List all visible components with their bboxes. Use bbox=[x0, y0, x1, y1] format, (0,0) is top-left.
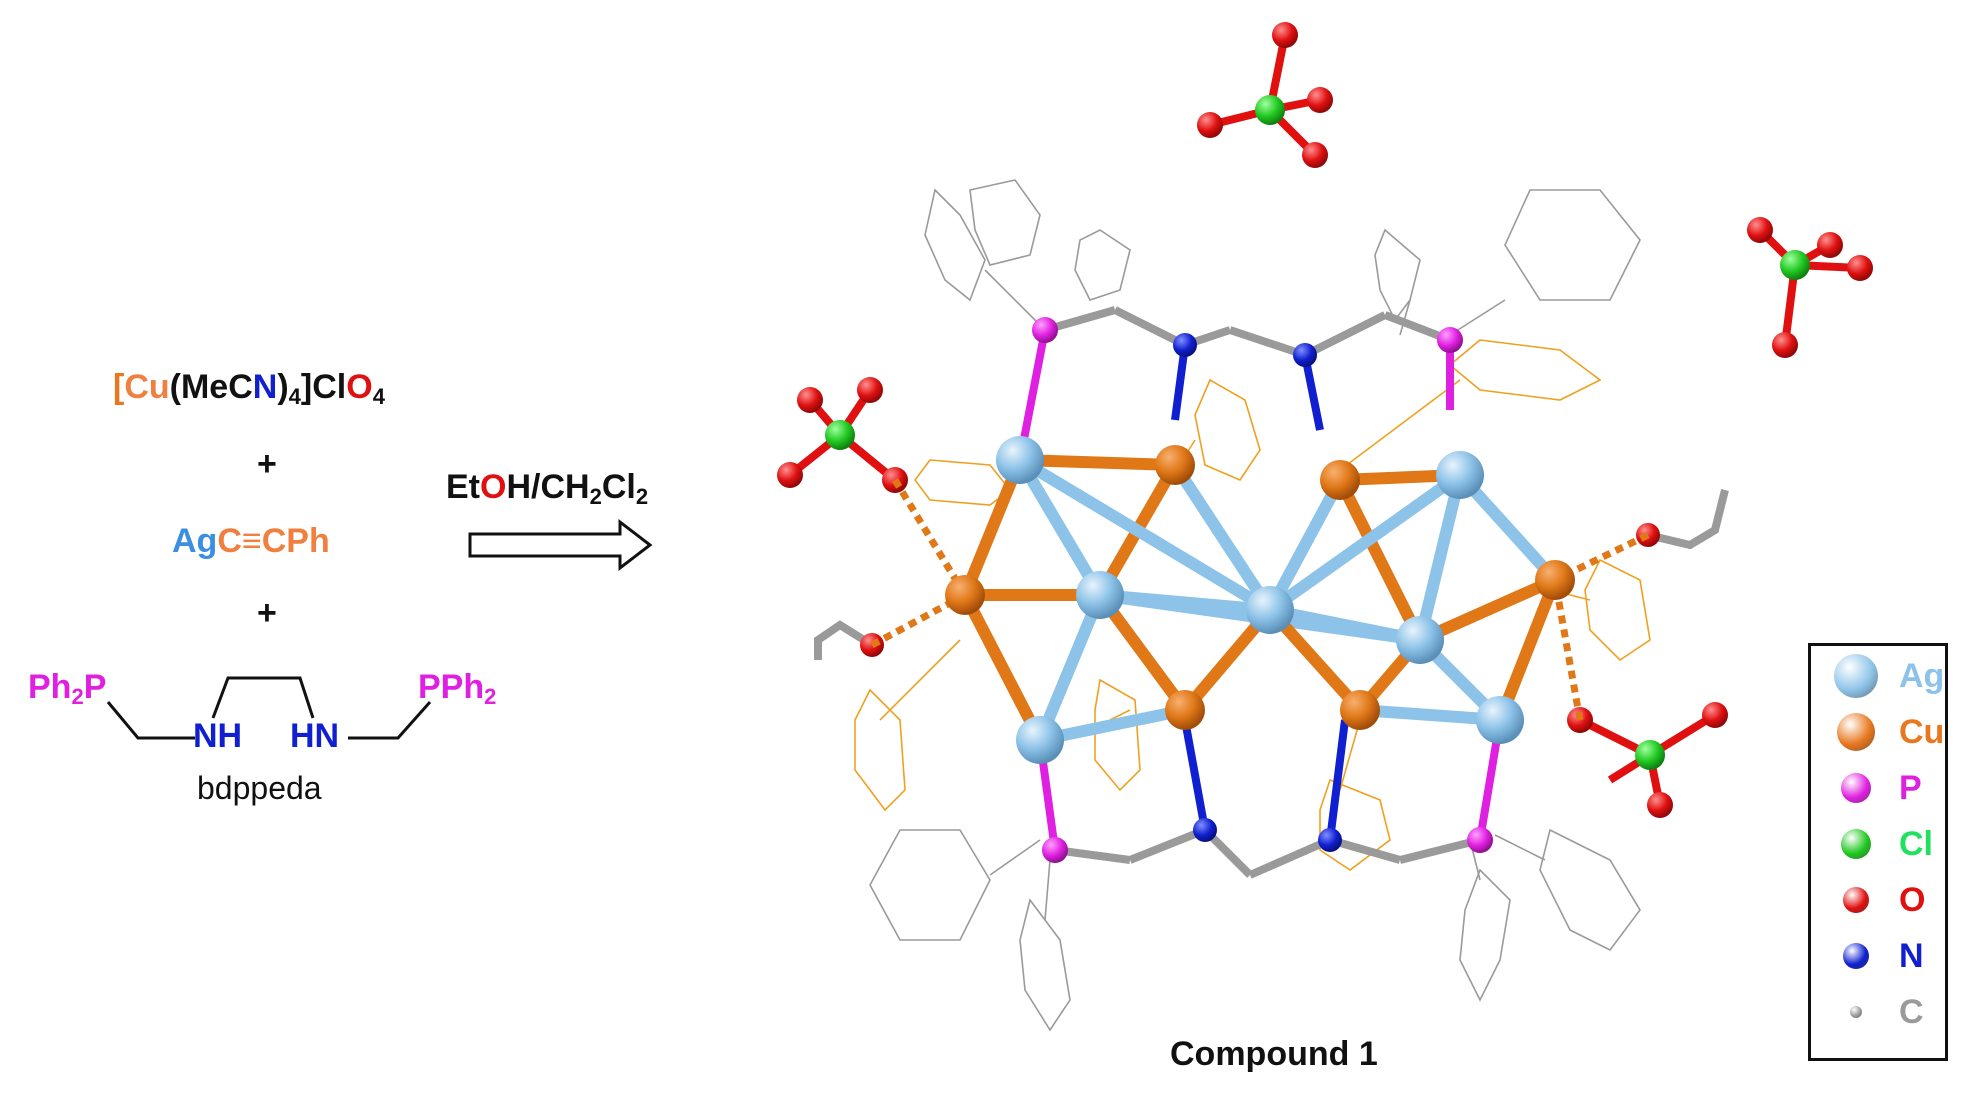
perchlorate-upper-right bbox=[1747, 217, 1873, 358]
legend-label-o: O bbox=[1899, 881, 1926, 919]
legend-row-p: P bbox=[1811, 768, 1951, 808]
legend-label-c: C bbox=[1899, 993, 1924, 1031]
atoms bbox=[945, 317, 1575, 863]
legend-label-cu: Cu bbox=[1899, 713, 1945, 751]
reagent-copper-salt: [Cu(MeCN)4]ClO4 bbox=[113, 368, 385, 409]
ligand-hn-right: HN bbox=[290, 717, 340, 755]
plus-sign-2: + bbox=[257, 594, 277, 632]
reaction-conditions: EtOH/CH2Cl2 bbox=[446, 468, 649, 509]
product-label: Compound 1 bbox=[1170, 1035, 1378, 1073]
perchlorate-lower-right bbox=[1567, 702, 1728, 818]
legend-row-c: C bbox=[1811, 992, 1951, 1032]
ligand-ph2p-left: Ph2P bbox=[28, 668, 107, 709]
perchlorate-top bbox=[1197, 22, 1333, 168]
legend-sphere-o bbox=[1843, 887, 1869, 913]
legend-sphere-c bbox=[1850, 1006, 1862, 1018]
legend-sphere-p bbox=[1841, 773, 1871, 803]
ligand-nh-left: NH bbox=[193, 717, 243, 755]
reagent-silver-acetylide: AgC≡CPh bbox=[172, 522, 330, 560]
ethanol-right bbox=[1636, 489, 1729, 550]
legend-row-cu: Cu bbox=[1811, 712, 1951, 752]
perchlorate-left bbox=[777, 377, 908, 493]
legend-label-ag: Ag bbox=[1899, 657, 1945, 695]
legend-sphere-ag bbox=[1834, 654, 1878, 698]
legend-row-cl: Cl bbox=[1811, 824, 1951, 864]
legend-sphere-cu bbox=[1837, 713, 1875, 751]
legend-row-ag: Ag bbox=[1811, 654, 1951, 698]
legend-sphere-n bbox=[1843, 943, 1869, 969]
legend-row-o: O bbox=[1811, 880, 1951, 920]
legend-label-cl: Cl bbox=[1899, 825, 1933, 863]
metal-cluster-bonds bbox=[959, 454, 1561, 746]
legend-label-p: P bbox=[1899, 769, 1922, 807]
ligand-name: bdppeda bbox=[197, 770, 322, 806]
legend-row-n: N bbox=[1811, 936, 1951, 976]
phenyl-rings-gray bbox=[869, 179, 1641, 1032]
legend-label-n: N bbox=[1899, 937, 1924, 975]
plus-sign-1: + bbox=[257, 445, 277, 483]
legend-sphere-cl bbox=[1841, 829, 1871, 859]
ligand-pph2-right: PPh2 bbox=[418, 668, 497, 709]
